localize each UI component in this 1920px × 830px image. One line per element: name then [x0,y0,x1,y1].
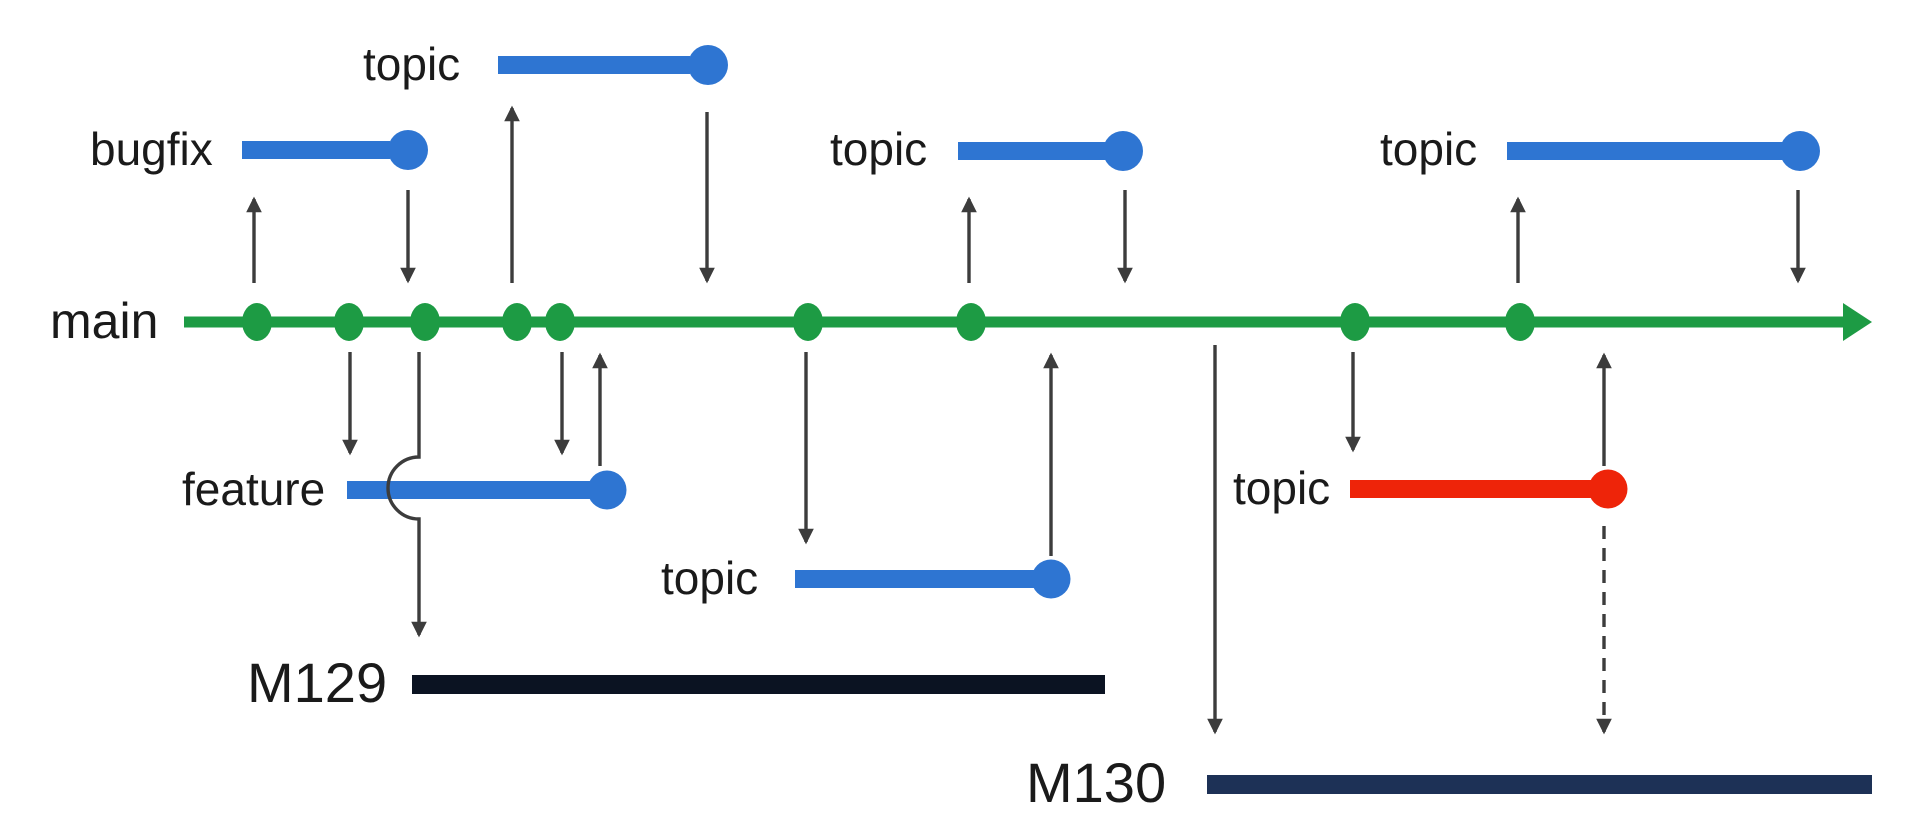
main-branch-label: main [50,293,159,349]
commit-dot [410,303,440,341]
feature-branch-bar [347,481,591,499]
feature-branch-head [587,470,627,510]
topic-red-branch-head [1588,469,1628,509]
commit-dot [242,303,272,341]
m129-release-label: M129 [247,650,388,714]
commit-dot [545,303,575,341]
commit-dot [1340,303,1370,341]
main-branch-arrowhead-icon [1843,303,1872,341]
commit-dot [334,303,364,341]
feature-branch-label: feature [182,463,326,516]
topic-mid-branch-head [1103,131,1143,171]
topic-mid-branch-bar [958,142,1107,160]
m130-release-label: M130 [1026,750,1167,814]
topic-bottom-branch-label: topic [661,552,759,605]
bugfix-branch-bar [242,141,390,159]
topic-top-branch-label: topic [363,38,461,91]
commit-dot [502,303,532,341]
commit-dot [1505,303,1535,341]
topic-right-branch-bar [1507,142,1784,160]
m129-release-arrow [386,352,427,638]
topic-right-branch-head [1780,131,1820,171]
topic-red-branch-label: topic [1233,462,1331,515]
topic-top-branch-head [688,45,728,85]
topic-top-branch-bar [498,56,690,74]
topic-bottom-branch-head [1031,559,1071,599]
m130-release-bar [1207,775,1872,794]
topic-red-branch-bar [1350,480,1591,498]
bugfix-branch-label: bugfix [90,123,213,176]
topic-right-branch-label: topic [1380,123,1478,176]
commit-dot [793,303,823,341]
topic-mid-branch-label: topic [830,123,928,176]
commit-dot [956,303,986,341]
bugfix-branch-head [388,130,428,170]
topic-bottom-branch-bar [795,570,1037,588]
main-branch-line [184,316,1850,328]
m129-release-bar [412,675,1105,694]
